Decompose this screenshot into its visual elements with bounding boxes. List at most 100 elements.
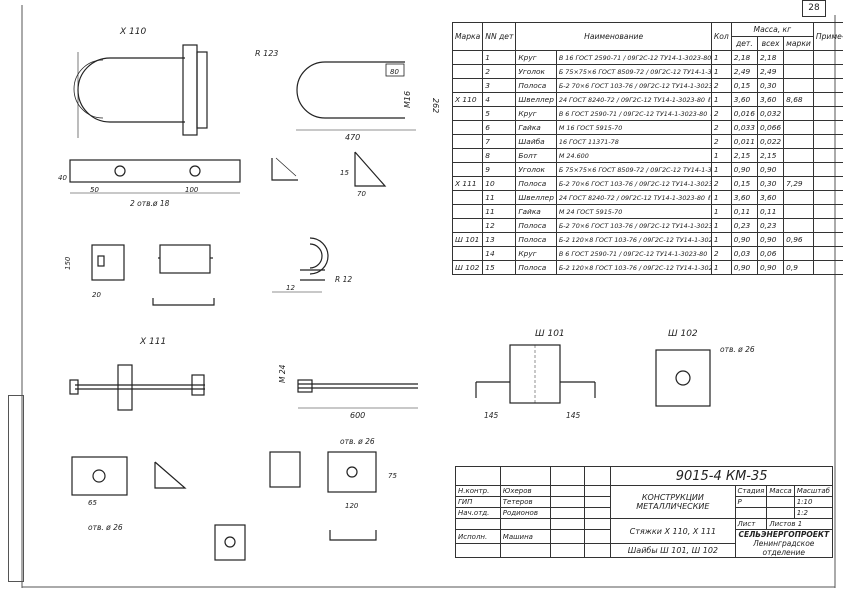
spec-name-sub: 24 ГОСТ 8240-72 / 09Г2С-12 ТУ14-1-3023-8… <box>558 96 705 104</box>
spec-cell-qty: 1 <box>710 64 732 79</box>
spec-name-sub: Б-2 120×8 ГОСТ 103-76 / 09Г2С-12 ТУ14-1-… <box>558 264 712 272</box>
spec-cell-mass-mark <box>783 246 814 261</box>
spec-cell-mass-mark <box>783 218 814 233</box>
label-x111-top: Х 111 <box>139 337 166 347</box>
label-d80: 80 <box>390 68 399 76</box>
round-bar-view <box>296 61 416 131</box>
spec-cell-mass-all: 0,032 <box>756 106 785 121</box>
spec-cell-pos: 14 <box>482 246 517 261</box>
spec-cell-mass-det: 2,18 <box>730 50 758 65</box>
label-otv18: 2 отв.ø 18 <box>130 199 170 208</box>
spec-cell-qty: 1 <box>710 218 732 233</box>
spec-cell-name: Шайба <box>515 134 557 149</box>
spec-cell-mark <box>451 204 484 219</box>
spec-cell-qty: 2 <box>710 78 732 93</box>
org-name: СЕЛЬЭНЕРГОПРОЕКТ <box>738 530 830 540</box>
label-w102: Ш 102 <box>668 329 698 339</box>
label-w101: Ш 101 <box>535 329 565 339</box>
role-ispoln: Исполн. <box>455 529 501 544</box>
spec-cell-mark <box>451 134 484 149</box>
spec-cell-mass-det: 0,016 <box>730 106 758 121</box>
spec-cell-name-sub: Б 75×75×6 ГОСТ 8509-72 / 09Г2С-12 ТУ14-1… <box>555 64 712 79</box>
spec-cell-qty: 1 <box>710 260 732 275</box>
spec-cell-mark <box>451 78 484 93</box>
name-gip: Тетеров <box>499 496 551 508</box>
spec-cell-mass-det: 0,03 <box>730 246 758 261</box>
spec-cell-qty: 2 <box>710 176 732 191</box>
mass-label: Масса <box>766 485 795 497</box>
spec-cell-note <box>812 246 843 261</box>
label-d70: 70 <box>357 190 366 198</box>
spec-cell-note <box>812 64 843 79</box>
spec-cell-mass-mark: 0,96 <box>783 232 814 247</box>
washer-w102-view <box>655 349 711 407</box>
spec-name-sub: Б-2 70×6 ГОСТ 103-76 / 09Г2С-12 ТУ14-1-3… <box>558 82 712 90</box>
title-block: 9015-4 КМ-35 Н.контр. Юхеров КОНСТРУКЦИИ… <box>455 466 834 586</box>
spec-cell-mass-det: 0,11 <box>730 204 758 219</box>
label-d600: 600 <box>350 411 365 420</box>
spec-cell-name-sub: Б-2 120×8 ГОСТ 103-76 / 09Г2С-12 ТУ14-1-… <box>555 232 712 247</box>
spec-cell-mass-det: 3,60 <box>730 92 758 107</box>
stage-value: Р <box>734 496 768 508</box>
spec-cell-name: Гайка <box>515 204 557 219</box>
spec-cell-pos: 7 <box>482 134 517 149</box>
spec-cell-note <box>812 190 843 205</box>
label-otv26-w102: отв. ø 26 <box>720 345 755 354</box>
spec-cell-mass-mark <box>783 134 814 149</box>
organization: СЕЛЬЭНЕРГОПРОЕКТ Ленинградское отделение <box>734 529 834 558</box>
spec-cell-pos: 15 <box>482 260 517 275</box>
spec-cell-mass-all: 0,30 <box>756 78 785 93</box>
spec-name-sub: В 16 ГОСТ 2590-71 / 09Г2С-12 ТУ14-1-3023… <box>558 54 712 62</box>
spec-cell-mass-det: 3,60 <box>730 190 758 205</box>
spec-cell-name: Круг <box>515 246 557 261</box>
spec-cell-mark <box>451 50 484 65</box>
spec-cell-mass-all: 2,15 <box>756 148 785 163</box>
spec-cell-mass-det: 0,90 <box>730 260 758 275</box>
label-otv26-pos10: отв. ø 26 <box>340 437 375 446</box>
drawing-subtitle-2: Шайбы Ш 101, Ш 102 <box>610 543 736 558</box>
spec-cell-pos: 3 <box>482 78 517 93</box>
label-r123: R 123 <box>255 49 278 58</box>
spec-cell-mark <box>451 64 484 79</box>
label-d470: 470 <box>345 133 360 142</box>
col-mass-all: всех <box>756 36 785 51</box>
spec-length: ℓ=150 <box>707 194 711 202</box>
sheets-label: Листов <box>769 520 796 528</box>
spec-name-sub: М 24.600 <box>558 152 589 160</box>
label-d75: 75 <box>388 472 397 480</box>
spec-cell-qty: 1 <box>710 232 732 247</box>
spec-cell-name-sub: В 6 ГОСТ 2590-71 / 09Г2С-12 ТУ14-1-3023-… <box>555 106 712 121</box>
spec-cell-mass-mark <box>783 162 814 177</box>
spec-cell-mass-all: 0,90 <box>756 162 785 177</box>
spec-cell-mass-det: 0,23 <box>730 218 758 233</box>
spec-cell-mass-all: 2,49 <box>756 64 785 79</box>
col-pos-header: NN дет <box>482 22 517 51</box>
label-d65: 65 <box>88 499 97 507</box>
label-d50: 50 <box>90 186 99 194</box>
spec-cell-name: Полоса <box>515 176 557 191</box>
spec-cell-mark: Х 111 <box>451 176 484 191</box>
scale-label: Масштаб <box>793 485 834 497</box>
spec-cell-note <box>812 134 843 149</box>
page-number: 28 <box>802 0 826 17</box>
spec-name-sub: Б 75×75×6 ГОСТ 8509-72 / 09Г2С-12 ТУ14-1… <box>558 166 712 174</box>
spec-cell-qty: 1 <box>710 148 732 163</box>
strip-pos10-view <box>214 451 377 561</box>
org-branch: Ленинградское отделение <box>753 539 815 557</box>
spec-cell-note <box>812 162 843 177</box>
spec-cell-name-sub: М 16 ГОСТ 5915-70 <box>555 120 712 135</box>
spec-cell-mass-det: 0,15 <box>730 78 758 93</box>
binding-strip <box>8 395 24 582</box>
spec-cell-note <box>812 106 843 121</box>
spec-cell-name-sub: В 16 ГОСТ 2590-71 / 09Г2С-12 ТУ14-1-3023… <box>555 50 712 65</box>
spec-cell-pos: 5 <box>482 106 517 121</box>
col-note-header: Приме- чание <box>812 22 843 51</box>
specification-table: Марка NN дет Наименование Кол Масса, кг … <box>451 22 843 318</box>
